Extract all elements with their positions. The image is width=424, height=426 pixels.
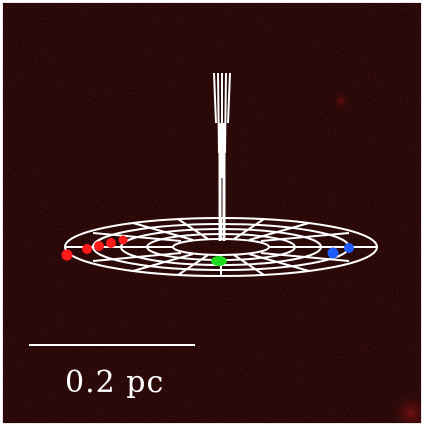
diffuse-emission-blob xyxy=(332,90,350,112)
red-maser-spot xyxy=(61,249,73,261)
scale-bar-label: 0.2 pc xyxy=(65,365,165,400)
blue-maser-spot xyxy=(327,247,339,259)
red-maser-spot xyxy=(82,244,92,254)
blue-masers xyxy=(327,243,354,259)
corner-emission-blob xyxy=(389,391,421,423)
jet xyxy=(213,72,231,241)
blue-maser-spot xyxy=(344,243,354,253)
red-masers xyxy=(61,235,128,261)
systemic-maser-spot xyxy=(211,256,227,266)
background-noise xyxy=(3,3,421,423)
red-maser-spot xyxy=(94,241,104,251)
maser-disk-diagram xyxy=(3,3,421,423)
red-maser-spot xyxy=(106,238,116,248)
red-maser-spot xyxy=(118,235,128,245)
